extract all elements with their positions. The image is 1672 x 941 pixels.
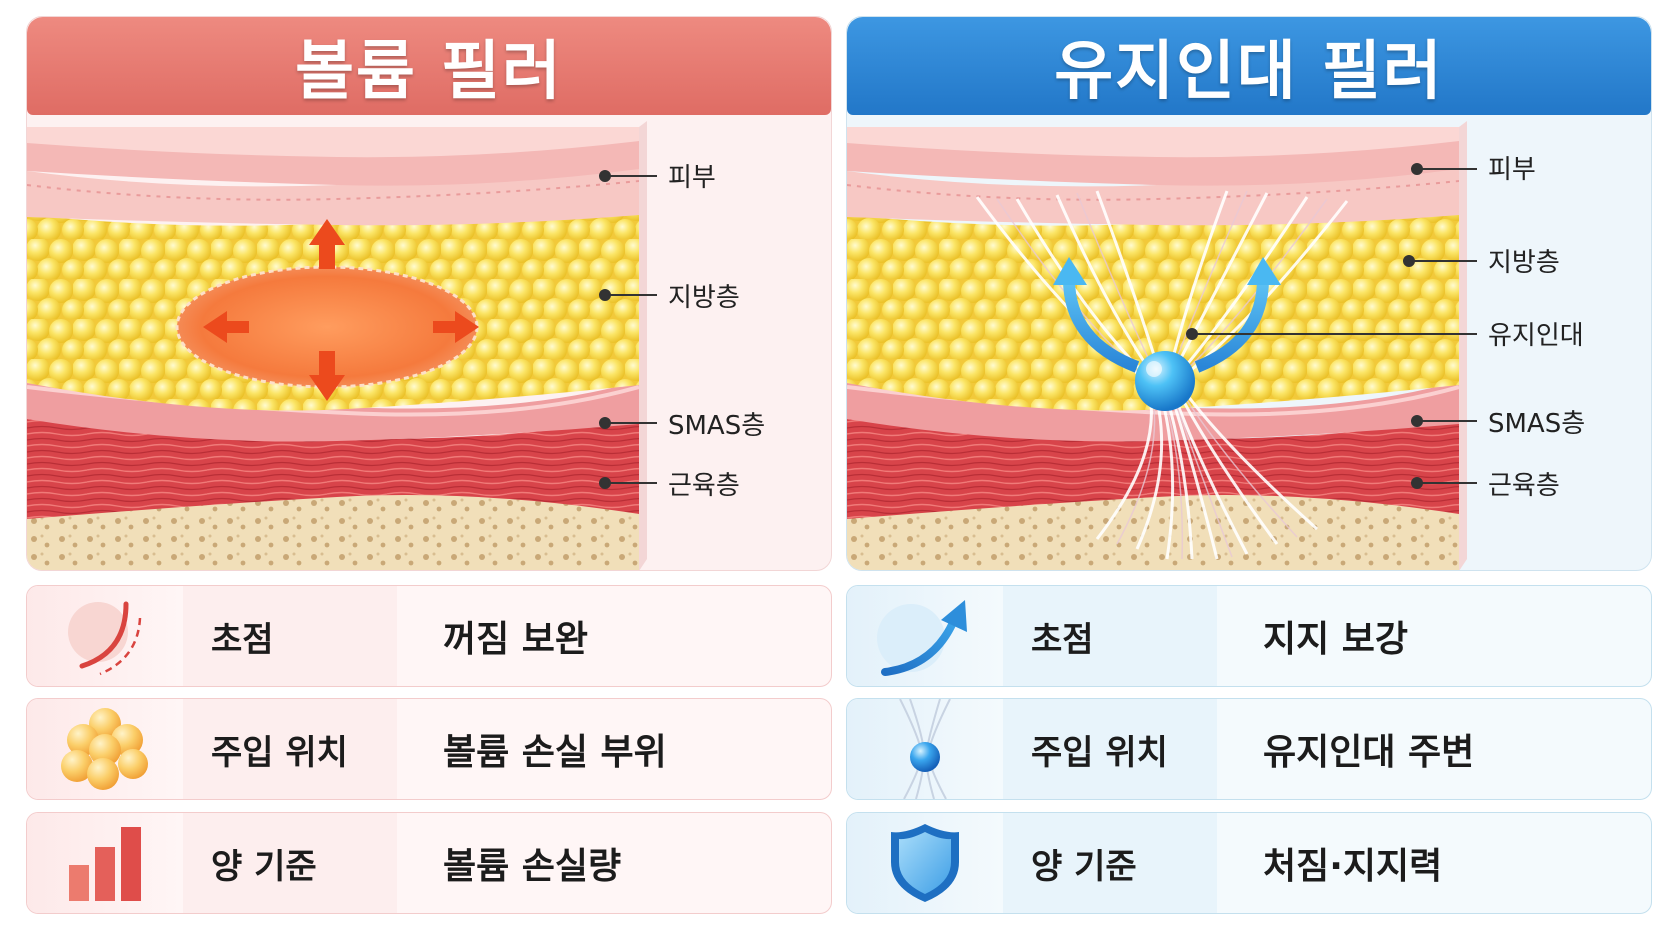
left-label-smas: SMAS층 [668, 411, 766, 441]
volume-filler-illustration [27, 121, 657, 570]
ligament-filler-title: 유지인대 필러 [1054, 35, 1444, 109]
right-label-muscle: 근육층 [1488, 471, 1560, 501]
right-row-amount-value: 처짐·지지력 [1263, 846, 1443, 887]
right-row-amount-label: 양 기준 [1003, 813, 1217, 913]
left-row-injection-site-value: 볼륨 손실 부위 [443, 732, 667, 773]
volume-filler-header: 볼륨 필러 [27, 17, 831, 115]
right-row-injection-site: 주입 위치 유지인대 주변 [846, 698, 1652, 800]
right-row-amount: 양 기준 처짐·지지력 [846, 812, 1652, 914]
arrow-up-icon [847, 586, 1003, 686]
left-row-amount-label: 양 기준 [183, 813, 397, 913]
left-label-skin: 피부 [668, 163, 716, 193]
left-row-focus: 초점 꺼짐 보완 [26, 585, 832, 687]
ligament-filler-panel: 유지인대 필러 [846, 16, 1652, 571]
left-row-amount: 양 기준 볼륨 손실량 [26, 812, 832, 914]
curve-icon [27, 586, 183, 686]
right-label-smas: SMAS층 [1488, 409, 1586, 439]
left-row-focus-label: 초점 [183, 586, 397, 686]
left-row-focus-value: 꺼짐 보완 [443, 619, 589, 660]
left-row-injection-site-label: 주입 위치 [183, 699, 397, 799]
ligament-filler-header: 유지인대 필러 [847, 17, 1651, 115]
bar-chart-icon [27, 813, 183, 913]
right-row-injection-site-value: 유지인대 주변 [1263, 732, 1475, 773]
volume-filler-panel: 볼륨 필러 [26, 16, 832, 571]
right-label-skin: 피부 [1488, 155, 1536, 185]
right-row-focus-value: 지지 보강 [1263, 619, 1409, 660]
fat-cluster-icon [27, 699, 183, 799]
left-row-injection-site: 주입 위치 볼륨 손실 부위 [26, 698, 832, 800]
left-label-muscle: 근육층 [668, 471, 740, 501]
shield-icon [847, 813, 1003, 913]
right-row-focus-label: 초점 [1003, 586, 1217, 686]
left-label-fat: 지방층 [668, 283, 740, 313]
right-label-fat: 지방층 [1488, 248, 1560, 278]
left-row-amount-value: 볼륨 손실량 [443, 846, 622, 887]
right-row-focus: 초점 지지 보강 [846, 585, 1652, 687]
right-label-ligament: 유지인대 [1488, 321, 1584, 351]
ligament-filler-illustration [847, 121, 1477, 570]
volume-filler-title: 볼륨 필러 [295, 35, 563, 109]
ligament-icon [847, 699, 1003, 799]
right-row-injection-site-label: 주입 위치 [1003, 699, 1217, 799]
